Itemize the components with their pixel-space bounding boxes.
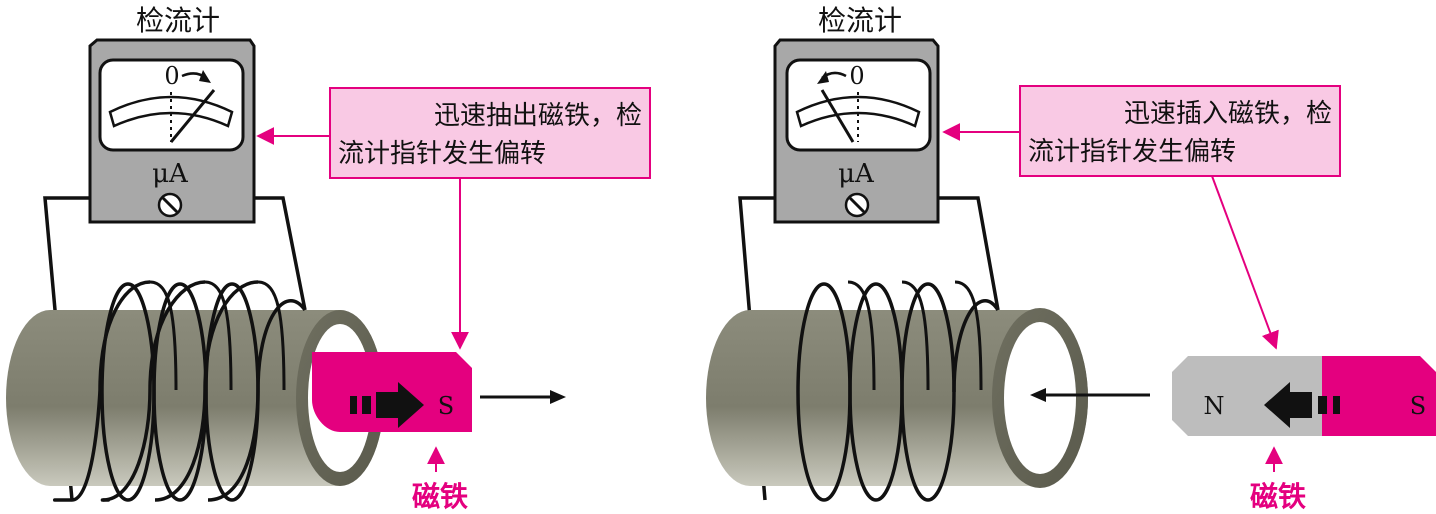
right-unit-label: μA (838, 159, 875, 189)
left-panel: 检流计 0 μA 迅速抽出磁铁，检 流计指针发生偏转 (6, 4, 651, 513)
right-callout-line2: 流计指针发生偏转 (1028, 137, 1236, 167)
right-magnet: N S (1172, 356, 1436, 436)
right-coil-windings (796, 282, 1000, 502)
left-magnet-label: 磁铁 (412, 480, 468, 513)
right-magnet-pole-s: S (1410, 392, 1426, 420)
right-coil-tube (706, 280, 1088, 502)
right-meter-title: 检流计 (818, 4, 902, 37)
right-dial-scale (795, 95, 921, 128)
right-panel: 检流计 0 μA 迅速插入磁铁，检 流计指针发生偏转 (706, 4, 1436, 513)
right-wire-right (938, 196, 1000, 311)
left-magnet-motion-arrow (376, 382, 424, 428)
right-push-arrowhead (1030, 388, 1046, 402)
left-unit-label: μA (152, 159, 189, 189)
left-pull-arrowhead (550, 390, 566, 404)
left-needle (169, 89, 216, 143)
left-screw-slot (161, 196, 179, 214)
left-deflection-arrowhead (199, 70, 211, 83)
right-galvanometer: 0 μA (773, 38, 940, 224)
right-needle (820, 89, 855, 143)
right-screw-slot (848, 196, 866, 214)
right-dial-zero: 0 (849, 62, 864, 90)
left-wire-right (245, 196, 307, 311)
left-dial-zero: 0 (164, 62, 179, 90)
left-callout-box (329, 87, 651, 179)
right-magnet-motion-arrow (1264, 382, 1312, 428)
right-magnet-label: 磁铁 (1250, 480, 1306, 513)
right-magnet-south-half (1322, 356, 1436, 436)
left-callout-line1: 迅速抽出磁铁，检 (434, 101, 642, 131)
left-coil-windings (53, 280, 307, 502)
left-meter-title: 检流计 (136, 4, 220, 37)
right-callout-line1: 迅速插入磁铁，检 (1124, 99, 1332, 129)
left-galvanometer: 0 μA (88, 38, 256, 224)
left-callout-line2: 流计指针发生偏转 (338, 139, 546, 169)
right-callout-arrow-to-magnet (1211, 175, 1279, 350)
left-magnet-pole-s: S (438, 392, 454, 420)
right-magnet-pole-n: N (1204, 392, 1225, 420)
right-callout-box (1019, 85, 1341, 177)
left-magnet: S (312, 352, 472, 432)
right-deflection-arrowhead (817, 71, 829, 84)
